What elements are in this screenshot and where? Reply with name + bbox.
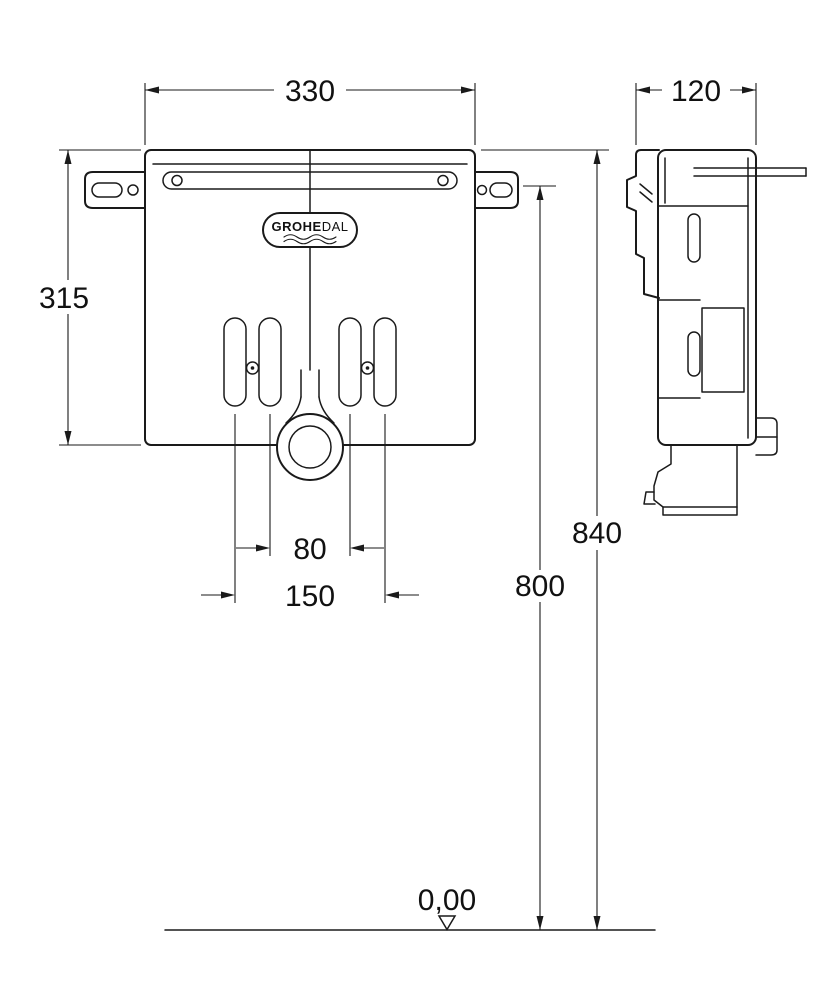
slot-outer-right [373, 317, 397, 407]
side-view [626, 149, 807, 516]
fastening-slots [223, 317, 397, 407]
funnel-flare-right [318, 396, 335, 424]
arrow-315-top [64, 150, 72, 164]
dimension-120: 120 [635, 75, 757, 145]
arrow-120-right [742, 86, 756, 94]
badge-wave-1 [283, 234, 337, 240]
arrow-150-left [221, 591, 235, 599]
side-wall-clip [626, 149, 660, 299]
clip-detail-2 [639, 191, 653, 203]
badge-label-bold: GROHE [272, 219, 322, 234]
dimension-150: 150 [201, 414, 419, 613]
dim-150-label: 150 [285, 580, 335, 613]
arrow-80-right [350, 544, 364, 552]
hanger-hole-right [437, 174, 449, 187]
dim-800-label: 800 [515, 570, 565, 603]
arrow-150-right [385, 591, 399, 599]
dimension-800: 800 [515, 185, 565, 930]
dimension-315: 315 [39, 149, 141, 446]
arrow-315-bottom [64, 431, 72, 445]
mounting-tab-left [84, 171, 146, 209]
tab-hole-left [127, 184, 139, 196]
badge-label-light: DAL [322, 219, 349, 234]
slot-inner-right [338, 317, 362, 407]
datum-label: 0,00 [418, 884, 476, 917]
tab-slot-right [489, 182, 513, 198]
dimension-330: 330 [144, 75, 476, 145]
datum-triangle-icon [437, 915, 457, 931]
arrow-840-top [593, 150, 601, 164]
dimension-840: 840 [481, 149, 622, 930]
arrow-80-left [256, 544, 270, 552]
arrow-330-right [461, 86, 475, 94]
dimensions: 330 315 120 840 [39, 75, 757, 931]
hanger-hole-left [171, 174, 183, 187]
tab-hole-right [476, 184, 488, 196]
arrow-800-top [536, 186, 544, 200]
side-body [657, 149, 757, 446]
dim-315-label: 315 [39, 282, 89, 315]
badge-wave-2 [283, 238, 337, 245]
side-drain-assembly [643, 444, 738, 516]
mounting-tab-right [474, 171, 519, 209]
bolt-hole-left-center [250, 366, 255, 370]
front-view: GROHEDAL [84, 149, 519, 481]
badge-label: GROHEDAL [272, 219, 349, 234]
arrow-120-left [636, 86, 650, 94]
dim-80-label: 80 [293, 533, 326, 566]
side-access-window [701, 307, 745, 393]
dim-120-label: 120 [671, 75, 721, 108]
side-slot-upper [687, 213, 701, 263]
bolt-hole-left [245, 361, 260, 375]
arrow-800-bottom [536, 916, 544, 930]
grohedal-badge: GROHEDAL [262, 212, 358, 248]
drain-inner-ring [288, 425, 332, 469]
outlet-stub [755, 417, 778, 456]
dimension-80: 80 [236, 414, 384, 566]
flush-rod [693, 167, 807, 177]
drain-outlet [276, 369, 344, 481]
side-slot-lower [687, 331, 701, 377]
funnel-flare-left [285, 396, 302, 424]
arrow-840-bottom [593, 916, 601, 930]
clip-detail-1 [639, 183, 653, 195]
slot-outer-left [223, 317, 247, 407]
bolt-hole-right [360, 361, 375, 375]
badge-outline [262, 212, 358, 248]
dim-330-label: 330 [285, 75, 335, 108]
tab-slot-left [91, 182, 123, 198]
bolt-hole-right-center [365, 366, 370, 370]
dim-840-label: 840 [572, 517, 622, 550]
arrow-330-left [145, 86, 159, 94]
slot-inner-left [258, 317, 282, 407]
drain-outer-ring [276, 413, 344, 481]
datum: 0,00 [164, 884, 656, 931]
